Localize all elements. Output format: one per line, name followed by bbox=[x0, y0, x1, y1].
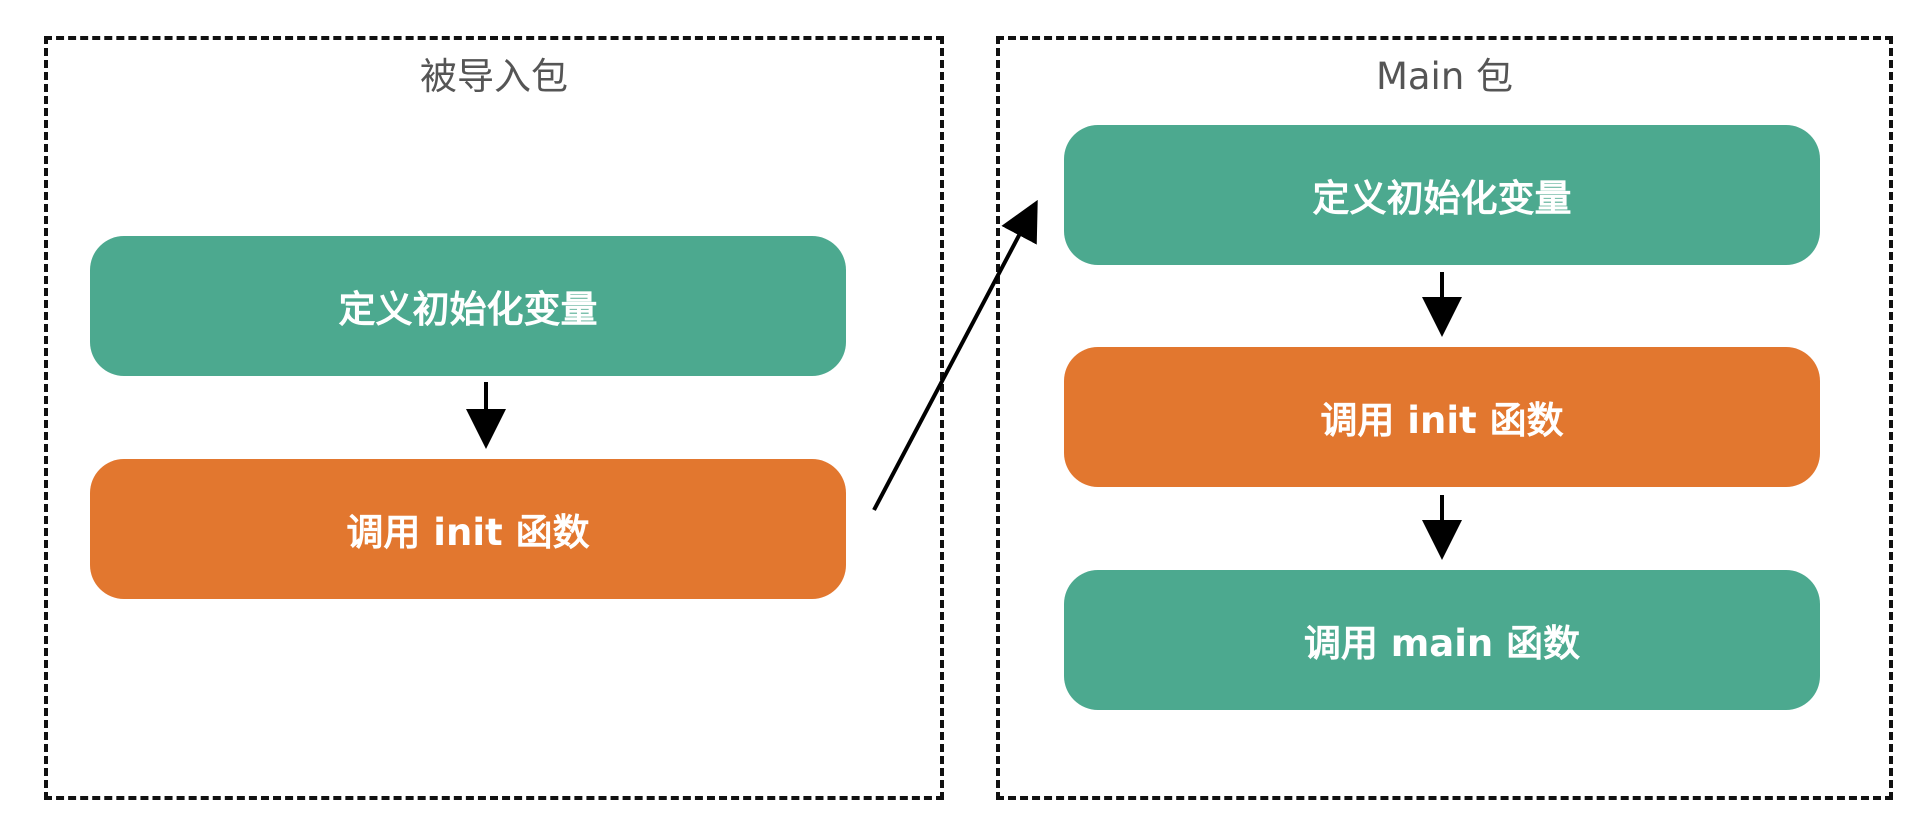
main-call-main-label: 调用 main 函数 bbox=[1303, 622, 1581, 665]
main-call-init-label: 调用 init 函数 bbox=[1320, 399, 1564, 442]
main-define-init-vars-node: 定义初始化变量 bbox=[1064, 125, 1820, 265]
main-define-init-vars-label: 定义初始化变量 bbox=[1312, 177, 1572, 220]
imported-call-init-node: 调用 init 函数 bbox=[90, 459, 846, 599]
main-package-title: Main 包 bbox=[1375, 55, 1514, 98]
imported-package-title: 被导入包 bbox=[420, 55, 568, 98]
imported-call-init-label: 调用 init 函数 bbox=[346, 511, 590, 554]
main-call-init-node: 调用 init 函数 bbox=[1064, 347, 1820, 487]
imported-package-panel: 被导入包 bbox=[44, 36, 944, 800]
imported-define-init-vars-label: 定义初始化变量 bbox=[338, 288, 598, 331]
main-call-main-node: 调用 main 函数 bbox=[1064, 570, 1820, 710]
imported-define-init-vars-node: 定义初始化变量 bbox=[90, 236, 846, 376]
